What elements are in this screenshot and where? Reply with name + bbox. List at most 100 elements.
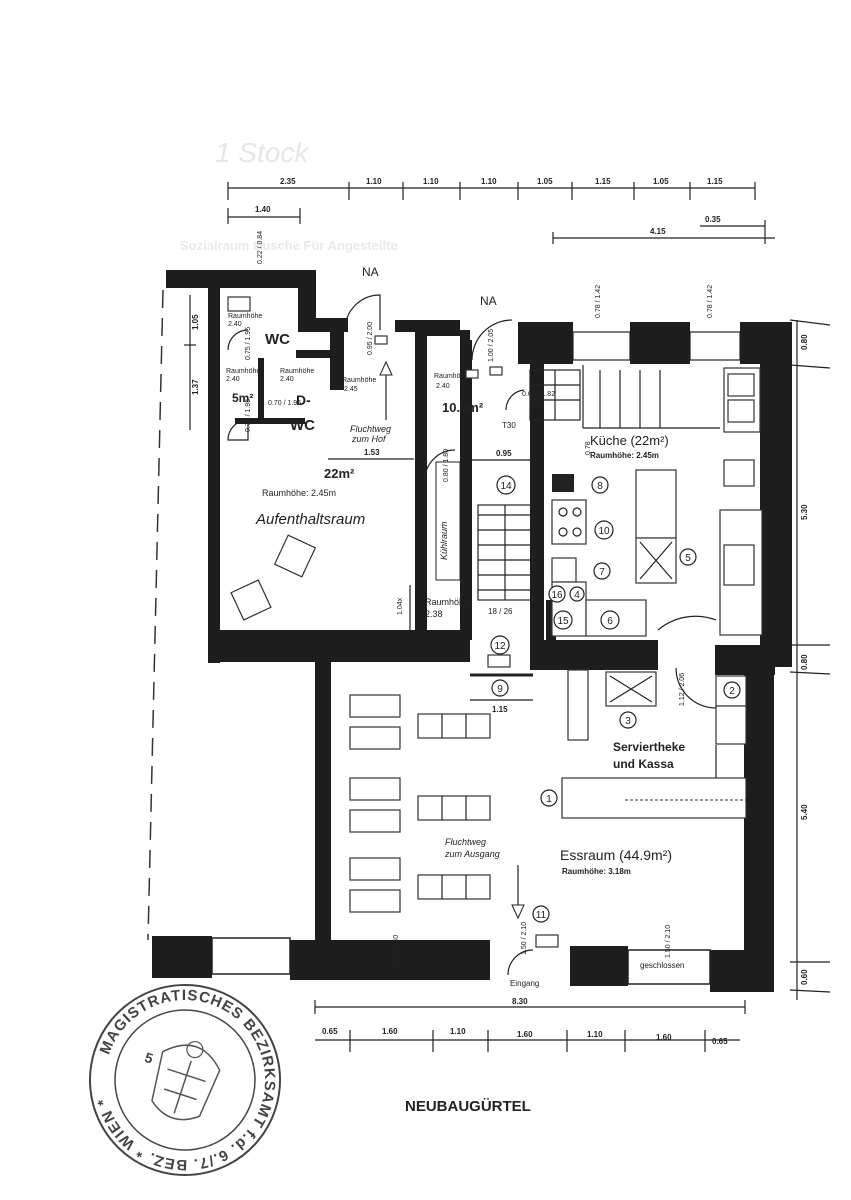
kueche-name: Küche (22m²) [590, 433, 669, 448]
room-kueche: Küche (22m²) Raumhöhe: 2.45m 0.78 0.78 /… [551, 285, 763, 637]
kueche-height: Raumhöhe: 2.45m [590, 451, 659, 460]
window-dim-bottom-left: 1.50 / 2.40 [393, 935, 400, 968]
svg-text:10: 10 [598, 526, 610, 537]
wc-height-label-1: Raumhöhe [228, 313, 262, 320]
official-stamp: MAGISTRATISCHES BEZIRKSAMT f.d. 6./7. BE… [68, 963, 303, 1198]
hall-height-value-2: 2.38 [425, 609, 443, 619]
fluchtweg-ausgang-2: zum Ausgang [444, 849, 500, 859]
essraum-name: Essraum (44.9m²) [560, 847, 672, 863]
marker-8: 8 [591, 476, 609, 494]
wc-height-label-2: Raumhöhe [226, 368, 260, 375]
walls [152, 270, 792, 992]
right-dim-2: 5.30 [800, 504, 809, 520]
wc-area: WC WC D- 5m² Raumhöhe 2.40 Raumhöhe 2.40… [226, 231, 315, 441]
marker-9: 9 [491, 679, 509, 697]
top-dim-3: 1.10 [423, 177, 439, 186]
wc-height-label-3: Raumhöhe [280, 368, 314, 375]
svg-text:8: 8 [597, 481, 603, 492]
right-dim-4: 5.40 [800, 804, 809, 820]
na-label-2: NA [480, 294, 497, 308]
hall-height-value: 2.45 [344, 386, 358, 393]
svg-text:14: 14 [500, 481, 512, 492]
top-dim-8: 1.15 [707, 177, 723, 186]
wc-height-value-1: 2.40 [228, 321, 242, 328]
aufenthalt-area: 22m² [324, 466, 355, 481]
left-dimension-line: 1.05 1.37 [147, 289, 200, 941]
svg-text:7: 7 [599, 567, 605, 578]
storage-height-label: Raumhöhe [434, 373, 468, 380]
stairs: 18 / 26 [477, 369, 581, 616]
top-dim-140: 1.40 [255, 205, 271, 214]
right-dim-5: 0.60 [800, 969, 809, 985]
bottom-dimension-chain: 8.30 0.65 1.60 1.10 1.60 1.10 1.60 0.65 [314, 997, 746, 1052]
top-dim-7: 1.05 [653, 177, 669, 186]
serviertheke-1: Serviertheke [613, 740, 685, 754]
window-dim-1: 0.78 / 1.42 [595, 285, 602, 318]
room-essraum: Essraum (44.9m²) Raumhöhe: 3.18m Servier… [349, 667, 747, 988]
eingang-label: Eingang [510, 979, 539, 988]
right-dim-3: 0.80 [800, 654, 809, 670]
na-label-1: NA [362, 265, 379, 279]
wc-area-size: 5m² [232, 391, 253, 405]
door-dim-5: 0.78 [585, 441, 592, 455]
fluchtweg-hof-2: zum Hof [351, 434, 387, 444]
svg-text:4: 4 [574, 590, 580, 601]
bottom-dim-5: 1.10 [587, 1030, 603, 1039]
bottom-dim-1: 0.65 [322, 1027, 338, 1036]
wc-label-2: WC [290, 417, 315, 434]
bottom-total: 8.30 [512, 997, 528, 1006]
wc-window-dim: 0.22 / 0.84 [257, 231, 264, 264]
marker-16: 16 [548, 585, 566, 603]
marker-14: 14 [496, 475, 516, 495]
number-markers: 1 2 3 4 5 6 7 8 9 10 11 12 14 15 16 [490, 475, 741, 923]
window-dim-bottom-right: 1.50 / 2.10 [665, 925, 672, 958]
hall-height-label-2: Raumhöhe [425, 597, 469, 607]
geschlossen-label: geschlossen [640, 961, 684, 970]
marker-3: 3 [619, 711, 637, 729]
marker-12: 12 [490, 635, 510, 655]
fluchtweg-hof-1: Fluchtweg [350, 424, 391, 434]
bottom-dim-4: 1.60 [517, 1030, 533, 1039]
svg-text:6: 6 [607, 616, 613, 627]
bottom-dim-2: 1.60 [382, 1027, 398, 1036]
marker-5: 5 [679, 548, 697, 566]
hallway-left: NA 0.95 / 2.00 Raumhöhe 2.45 Fluchtweg z… [328, 265, 414, 460]
room-kuehlraum: 0.80 / 1.80 Kühlraum [435, 449, 461, 581]
wc-door-dim-2: 0.75 / 1.95 [245, 399, 252, 432]
top-dim-4: 1.10 [481, 177, 497, 186]
svg-text:15: 15 [557, 616, 569, 627]
stairs-spec: 18 / 26 [488, 607, 513, 616]
bottom-dim-3: 1.10 [450, 1027, 466, 1036]
stamp-center-number: 5 [143, 1049, 156, 1067]
marker-6: 6 [600, 610, 620, 630]
wc-height-value-2: 2.40 [226, 376, 240, 383]
shower-door-dim: 0.70 / 1.95 [268, 400, 301, 407]
essraum-height: Raumhöhe: 3.18m [562, 867, 631, 876]
svg-text:12: 12 [494, 641, 506, 652]
storage-area: 10.9m² [442, 400, 484, 415]
marker-1: 1 [540, 789, 558, 807]
top-dim-1: 2.35 [280, 177, 296, 186]
aufenthalt-name: Aufenthaltsraum [255, 511, 365, 528]
wc-height-value-3: 2.40 [280, 376, 294, 383]
bottom-dim-7: 0.65 [712, 1037, 728, 1046]
top-dim-6: 1.15 [595, 177, 611, 186]
svg-text:16: 16 [551, 590, 563, 601]
wc-door-dim-1: 0.75 / 1.95 [245, 327, 252, 360]
door-dim-4: 0.65 / 1.82 [522, 391, 555, 398]
svg-text:2: 2 [729, 686, 735, 697]
marker-11: 11 [532, 905, 550, 923]
svg-text:5: 5 [685, 553, 691, 564]
wc-label-1: WC [265, 331, 290, 348]
street-name: NEUBAUGÜRTEL [405, 1098, 531, 1115]
t30-label: T30 [502, 421, 516, 430]
stamp-coat-of-arms [151, 1040, 221, 1121]
svg-text:3: 3 [625, 716, 631, 727]
top-dimension-chain: 2.35 1.10 1.10 1.10 1.05 1.15 1.05 1.15 … [227, 177, 775, 244]
svg-text:9: 9 [497, 684, 503, 695]
door-dim-3: 0.80 / 1.80 [443, 449, 450, 482]
top-dim-5: 1.05 [537, 177, 553, 186]
bottom-dim-6: 1.60 [656, 1033, 672, 1042]
kuehlraum-label: Kühlraum [439, 521, 449, 560]
hall-center: Raumhöhe 2.38 1.04x 1.15 [397, 585, 533, 714]
